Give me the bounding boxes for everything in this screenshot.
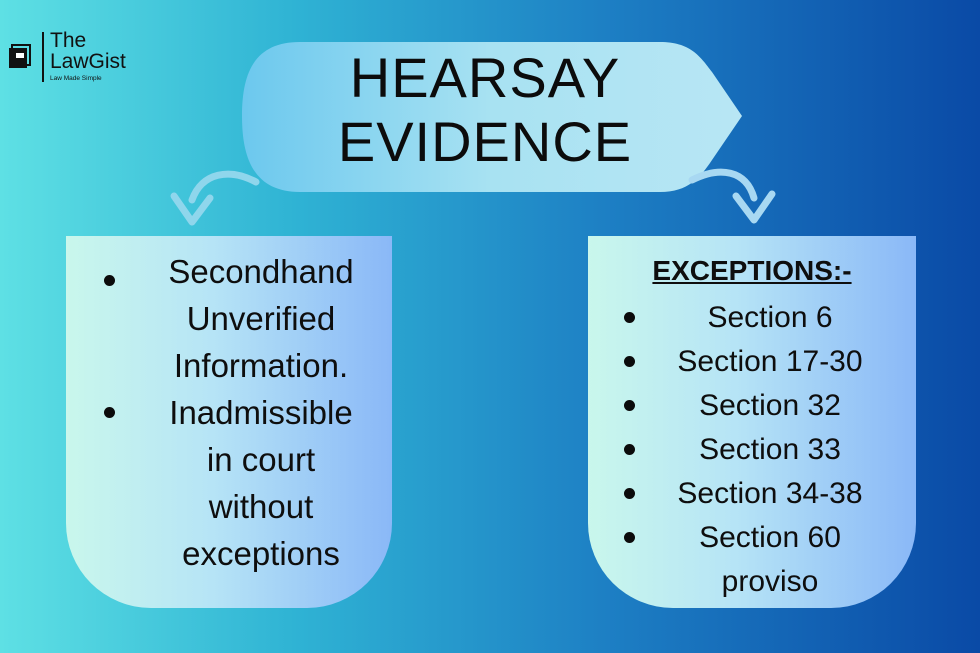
- definition-list: Secondhand Unverified Information. Inadm…: [66, 248, 392, 577]
- logo-line-1: The: [50, 29, 87, 52]
- definition-box: Secondhand Unverified Information. Inadm…: [66, 236, 392, 608]
- definition-text-line: Inadmissible: [169, 394, 353, 431]
- law-book-icon: [9, 44, 31, 68]
- right-curved-arrow-icon: [688, 168, 776, 224]
- title-banner-shape: [242, 42, 742, 192]
- list-item: Section 34-38: [588, 472, 916, 516]
- exception-text-continued: proviso: [721, 565, 819, 598]
- bullet-icon: [104, 407, 115, 418]
- list-item: Secondhand Unverified Information.: [66, 248, 392, 389]
- exception-text: Section 34-38: [677, 477, 863, 510]
- left-curved-arrow-icon: [170, 170, 260, 226]
- title-line-2: EVIDENCE: [337, 110, 633, 173]
- logo-wordmark: The LawGist: [50, 30, 126, 72]
- definition-text-line: Secondhand: [168, 253, 354, 290]
- definition-text-line: in court: [206, 441, 316, 478]
- exceptions-box: EXCEPTIONS:- Section 6 Section 17-30 Sec…: [588, 236, 916, 608]
- bullet-icon: [624, 532, 635, 543]
- list-item: Section 17-30: [588, 340, 916, 384]
- exceptions-list: Section 6 Section 17-30 Section 32 Secti…: [588, 296, 916, 604]
- exception-text: Section 6: [707, 301, 833, 334]
- diagram-title: HEARSAY EVIDENCE: [270, 46, 700, 174]
- bullet-icon: [624, 356, 635, 367]
- exception-text: Section 33: [699, 433, 841, 466]
- thelawgist-logo: The LawGist Law Made Simple: [8, 30, 148, 85]
- bullet-icon: [624, 312, 635, 323]
- definition-text-line: exceptions: [182, 535, 340, 572]
- definition-text-line: Information.: [173, 347, 349, 384]
- bullet-icon: [624, 488, 635, 499]
- logo-divider: [42, 32, 44, 82]
- exceptions-heading: EXCEPTIONS:-: [652, 255, 852, 286]
- logo-line-2: LawGist: [50, 50, 126, 73]
- list-item: Section 6: [588, 296, 916, 340]
- list-item: Section 32: [588, 384, 916, 428]
- list-item: Section 60 proviso: [588, 516, 916, 604]
- exception-text: Section 60: [699, 521, 841, 554]
- definition-text-line: Unverified: [186, 300, 336, 337]
- bullet-icon: [104, 275, 115, 286]
- definition-text-line: without: [208, 488, 314, 525]
- logo-tagline: Law Made Simple: [50, 75, 102, 82]
- list-item: Inadmissible in court without exceptions: [66, 389, 392, 577]
- list-item: Section 33: [588, 428, 916, 472]
- bullet-icon: [624, 444, 635, 455]
- exception-text: Section 17-30: [677, 345, 863, 378]
- title-line-1: HEARSAY: [349, 46, 621, 109]
- bullet-icon: [624, 400, 635, 411]
- exception-text: Section 32: [699, 389, 841, 422]
